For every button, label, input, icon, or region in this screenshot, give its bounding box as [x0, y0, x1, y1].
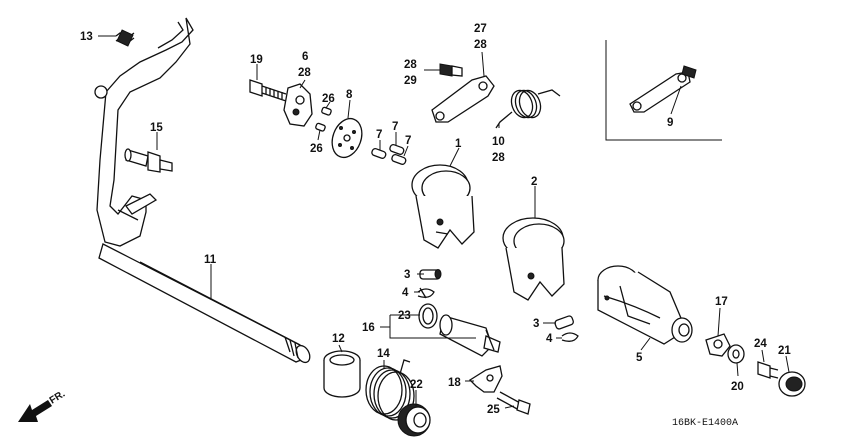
callout-20: 20 — [731, 381, 744, 393]
callout-28c: 28 — [404, 59, 417, 71]
callout-16: 16 — [362, 322, 375, 334]
bolt-25 — [496, 391, 531, 415]
inset-box — [605, 40, 722, 141]
callout-25: 25 — [487, 404, 500, 416]
bolt-24 — [757, 361, 779, 379]
shift-fork-shaft-16 — [439, 314, 501, 357]
callout-28a: 28 — [298, 67, 311, 79]
washer-20 — [727, 344, 745, 364]
front-arrow-icon — [18, 400, 52, 422]
stopper-arm-6 — [283, 83, 313, 127]
callout-9: 9 — [667, 117, 673, 129]
pin-bolt-15 — [124, 148, 173, 173]
callout-13: 13 — [80, 31, 93, 43]
callout-19: 19 — [250, 54, 263, 66]
callout-labels: 13 15 19 6 28 26 26 8 7 7 7 27 28 28 29 … — [80, 23, 791, 416]
collar-23 — [418, 303, 438, 329]
bolt-19 — [249, 79, 287, 102]
callout-7a: 7 — [376, 129, 382, 141]
callout-24: 24 — [754, 338, 767, 350]
plug-cap-21 — [778, 371, 806, 397]
shift-drum-5 — [597, 265, 693, 345]
callout-10: 10 — [492, 136, 505, 148]
callout-7c: 7 — [405, 135, 411, 147]
callout-5: 5 — [636, 352, 643, 364]
clip-4a — [417, 287, 435, 299]
callout-26b: 26 — [310, 143, 323, 155]
drum-center-plate-8 — [331, 117, 363, 159]
callout-26a: 26 — [322, 93, 335, 105]
callout-3a: 3 — [404, 269, 410, 281]
callout-17: 17 — [715, 296, 728, 308]
callout-3b: 3 — [533, 318, 539, 330]
oil-seal-22 — [397, 403, 431, 437]
bolt-29 — [439, 63, 463, 77]
front-label: FR. — [48, 389, 68, 407]
callout-8: 8 — [346, 89, 353, 101]
clip-4b — [561, 332, 579, 342]
return-spring-13 — [115, 29, 135, 47]
shift-fork-1 — [411, 164, 475, 249]
pins-7 — [371, 143, 407, 165]
callout-18: 18 — [448, 377, 461, 389]
callout-22: 22 — [410, 379, 423, 391]
gearshift-spindle — [94, 17, 311, 364]
dowel-pins-26 — [315, 106, 332, 132]
callout-23: 23 — [398, 310, 411, 322]
callout-11: 11 — [204, 254, 217, 266]
callout-6: 6 — [302, 51, 308, 63]
guide-pin-3b — [554, 315, 574, 330]
collar-12 — [323, 350, 361, 398]
stopper-bracket-18 — [468, 365, 503, 393]
front-direction-indicator: FR. — [18, 389, 67, 422]
callout-14: 14 — [377, 348, 390, 360]
callout-4a: 4 — [402, 287, 409, 299]
callout-7b: 7 — [392, 121, 398, 133]
callout-2: 2 — [531, 176, 537, 188]
callout-28b: 28 — [474, 39, 487, 51]
stopper-link-27 — [431, 75, 495, 123]
drum-bearing-17 — [705, 333, 731, 357]
callout-1: 1 — [455, 138, 462, 150]
shift-fork-2 — [502, 217, 565, 301]
torsion-spring-10 — [495, 89, 561, 129]
callout-15: 15 — [150, 122, 163, 134]
callout-29: 29 — [404, 75, 417, 87]
callout-27: 27 — [474, 23, 487, 35]
callout-4b: 4 — [546, 333, 553, 345]
leader-lines — [98, 35, 790, 409]
callout-28d: 28 — [492, 152, 505, 164]
callout-21: 21 — [778, 345, 791, 357]
diagram-code: 16BK-E1400A — [672, 418, 738, 429]
callout-12: 12 — [332, 333, 345, 345]
